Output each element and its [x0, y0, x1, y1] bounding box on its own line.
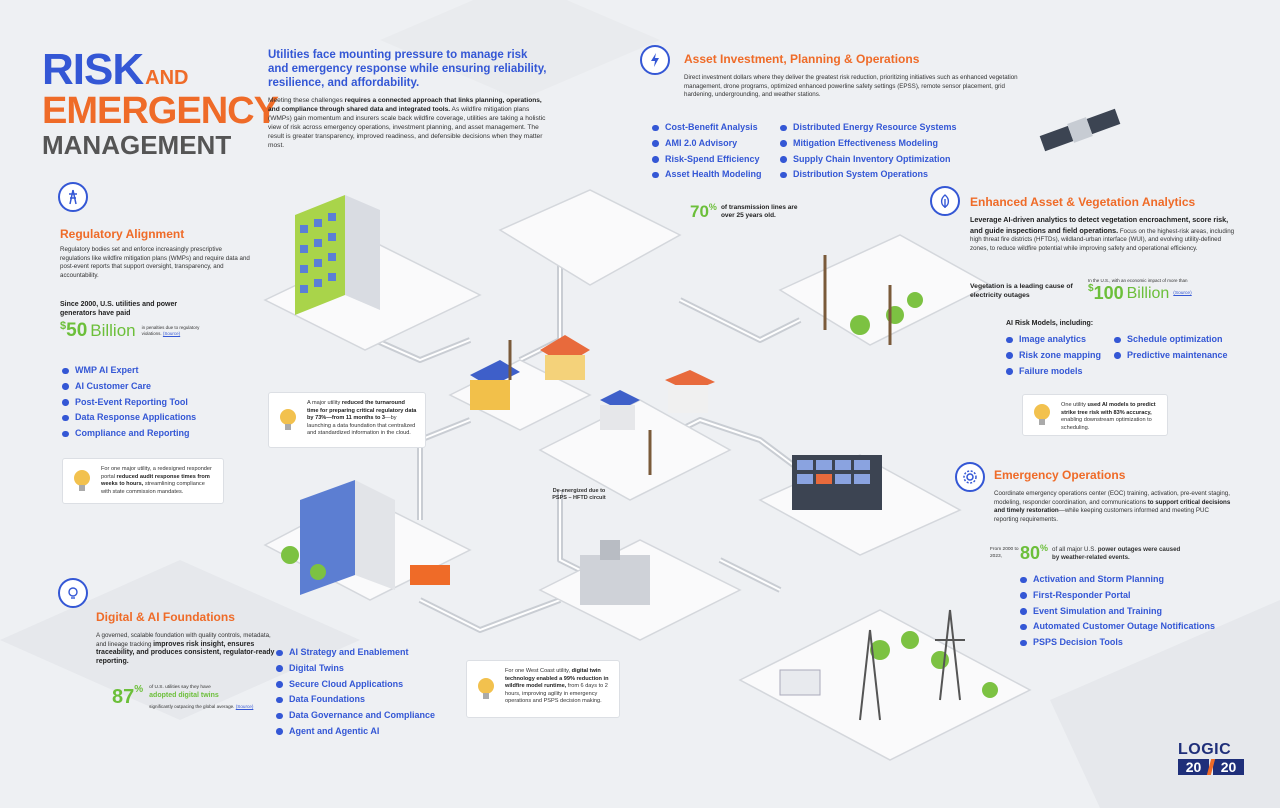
regulatory-stat-label: Since 2000, U.S. utilities and power gen… — [60, 301, 178, 318]
list-item[interactable]: Event Simulation and Training — [1020, 604, 1215, 620]
regulatory-stat: $ 50 Billion in penalties due to regulat… — [60, 320, 200, 342]
list-item[interactable]: Compliance and Reporting — [62, 426, 196, 442]
list-item[interactable]: Secure Cloud Applications — [276, 677, 435, 693]
list-item[interactable]: Cost-Benefit Analysis — [652, 120, 762, 136]
regulatory-icon-circle — [58, 182, 88, 212]
list-item[interactable]: Mitigation Effectiveness Modeling — [780, 136, 957, 152]
asset-stat: 70 % of transmission lines are over 25 y… — [690, 202, 798, 221]
asset-section: Asset Investment, Planning & Operations … — [684, 52, 1024, 100]
logo: LOGIC 20 20 — [1178, 742, 1244, 775]
lightbulb-outline-icon — [68, 587, 78, 599]
list-item[interactable]: Distributed Energy Resource Systems — [780, 120, 957, 136]
power-tower-icon — [69, 189, 77, 205]
veg-stat: In the U.S., with an economic impact of … — [1088, 278, 1192, 303]
list-item[interactable]: Risk-Spend Efficiency — [652, 152, 762, 168]
veg-stat-label: Vegetation is a leading cause of electri… — [970, 283, 1073, 299]
lightning-icon — [651, 53, 659, 67]
list-item[interactable]: First-Responder Portal — [1020, 588, 1215, 604]
regulatory-source-link[interactable]: (Source) — [162, 331, 181, 337]
veg-source-link[interactable]: (Source) — [1173, 291, 1192, 296]
asset-list-left: Cost-Benefit Analysis AMI 2.0 Advisory R… — [652, 120, 762, 183]
list-item[interactable]: Automated Customer Outage Notifications — [1020, 619, 1215, 635]
title-and: AND — [145, 67, 189, 89]
emergency-section: Emergency Operations Coordinate emergenc… — [994, 468, 1234, 524]
veg-list-right: Schedule optimization Predictive mainten… — [1114, 332, 1228, 364]
veg-title: Enhanced Asset & Vegetation Analytics — [970, 195, 1196, 209]
veg-icon-circle — [930, 186, 960, 216]
list-item[interactable]: Image analytics — [1006, 332, 1101, 348]
title-risk: RISK — [42, 45, 144, 94]
asset-body: Direct investment dollars where they del… — [684, 74, 1018, 99]
center-tip: A major utility reduced the turnaround t… — [268, 392, 426, 448]
emergency-list: Activation and Storm Planning First-Resp… — [1020, 572, 1215, 651]
veg-models-label: AI Risk Models, including: — [1006, 320, 1094, 327]
list-item[interactable]: AI Strategy and Enablement — [276, 645, 435, 661]
list-item[interactable]: Post-Event Reporting Tool — [62, 395, 196, 411]
list-item[interactable]: Asset Health Modeling — [652, 167, 762, 183]
leaf-icon — [940, 194, 950, 208]
digital-stat: 87 % of U.S. utilities say they have ado… — [112, 684, 254, 709]
asset-list-right: Distributed Energy Resource Systems Miti… — [780, 120, 957, 183]
emergency-title: Emergency Operations — [994, 468, 1126, 482]
list-item[interactable]: Agent and Agentic AI — [276, 724, 435, 740]
list-item[interactable]: Distribution System Operations — [780, 167, 957, 183]
list-item[interactable]: AMI 2.0 Advisory — [652, 136, 762, 152]
gear-icon — [963, 470, 977, 484]
intro: Utilities face mounting pressure to mana… — [268, 48, 548, 150]
veg-tip: One utility used AI models to predict st… — [1022, 394, 1168, 436]
list-item[interactable]: Data Response Applications — [62, 410, 196, 426]
intro-body: Meeting these challenges requires a conn… — [268, 97, 546, 149]
lightbulb-icon — [74, 470, 90, 491]
regulatory-list: WMP AI Expert AI Customer Care Post-Even… — [62, 363, 196, 442]
list-item[interactable]: Schedule optimization — [1114, 332, 1228, 348]
digital-title: Digital & AI Foundations — [96, 610, 235, 624]
list-item[interactable]: WMP AI Expert — [62, 363, 196, 379]
list-item[interactable]: Data Foundations — [276, 692, 435, 708]
emergency-body: Coordinate emergency operations center (… — [994, 490, 1231, 523]
veg-list-left: Image analytics Risk zone mapping Failur… — [1006, 332, 1101, 379]
regulatory-section: Regulatory Alignment Regulatory bodies s… — [60, 227, 250, 342]
digital-body: A governed, scalable foundation with qua… — [96, 632, 275, 665]
digital-section: Digital & AI Foundations A governed, sca… — [96, 610, 276, 666]
title-emergency: EMERGENCY — [42, 90, 279, 132]
lightbulb-icon — [478, 678, 494, 699]
asset-title: Asset Investment, Planning & Operations — [684, 52, 920, 66]
title-management: MANAGEMENT — [42, 130, 232, 160]
list-item[interactable]: Digital Twins — [276, 661, 435, 677]
intro-headline: Utilities face mounting pressure to mana… — [268, 49, 547, 89]
list-item[interactable]: Predictive maintenance — [1114, 348, 1228, 364]
list-item[interactable]: Data Governance and Compliance — [276, 708, 435, 724]
list-item[interactable]: PSPS Decision Tools — [1020, 635, 1215, 651]
regulatory-tip: For one major utility, a redesigned resp… — [62, 458, 224, 504]
list-item[interactable]: AI Customer Care — [62, 379, 196, 395]
digital-icon-circle — [58, 578, 88, 608]
regulatory-body: Regulatory bodies set and enforce increa… — [60, 246, 250, 279]
emergency-stat: From 2000 to 2023, 80 % of all major U.S… — [990, 543, 1181, 563]
emergency-icon-circle — [955, 462, 985, 492]
regulatory-title: Regulatory Alignment — [60, 227, 185, 241]
deenergized-label: De-energized due to PSPS – HFTD circuit — [552, 488, 606, 501]
list-item[interactable]: Risk zone mapping — [1006, 348, 1101, 364]
veg-body: Leverage AI-driven analytics to detect v… — [970, 215, 1235, 252]
list-item[interactable]: Failure models — [1006, 364, 1101, 380]
lightbulb-icon — [1034, 404, 1050, 425]
list-item[interactable]: Activation and Storm Planning — [1020, 572, 1215, 588]
lightbulb-icon — [280, 409, 296, 430]
digital-list: AI Strategy and Enablement Digital Twins… — [276, 645, 435, 740]
twin-tip: For one West Coast utility, digital twin… — [466, 660, 620, 718]
veg-section: Enhanced Asset & Vegetation Analytics Le… — [970, 195, 1238, 253]
asset-icon-circle — [640, 45, 670, 75]
digital-source-link[interactable]: (Source) — [235, 704, 254, 709]
list-item[interactable]: Supply Chain Inventory Optimization — [780, 152, 957, 168]
